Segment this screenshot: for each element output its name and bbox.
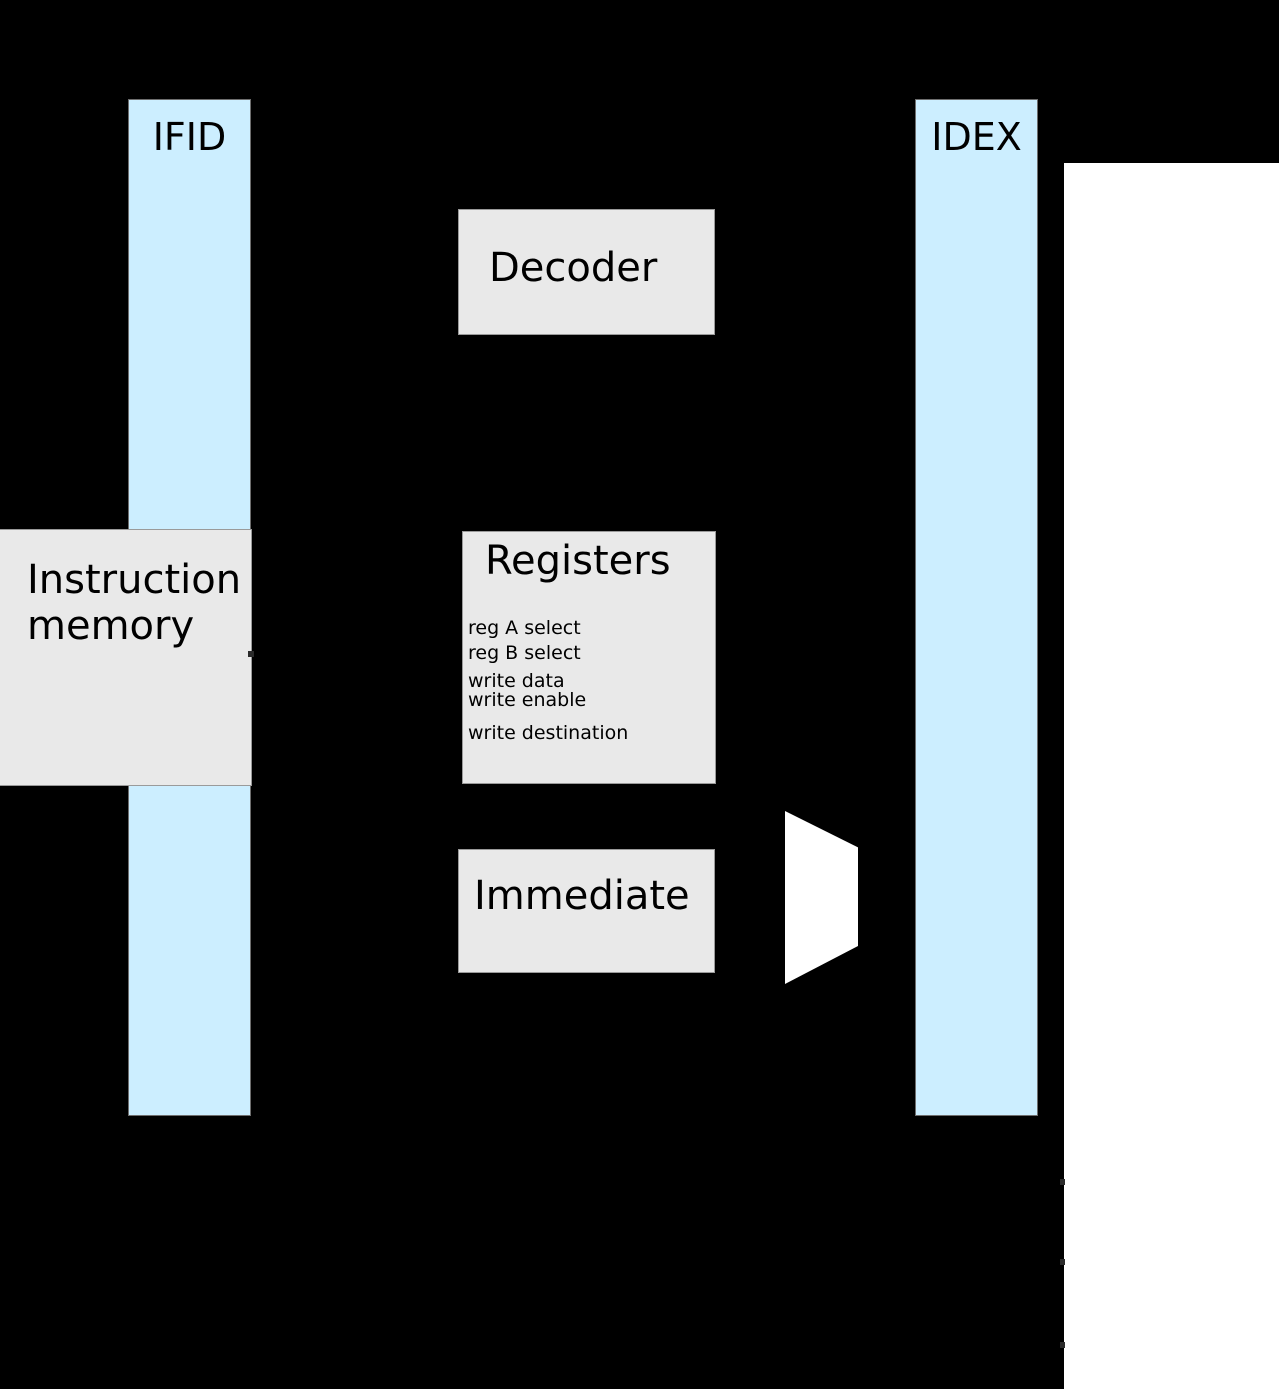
unit-registers-label: Registers (485, 538, 671, 584)
unit-instruction-memory[interactable]: Instruction memory (0, 529, 252, 786)
registers-port-write-enable: write enable (468, 689, 587, 711)
pipeline-register-idex[interactable]: IDEX (915, 99, 1038, 1116)
right-edge-connector-stub-3 (1060, 1342, 1065, 1348)
unit-immediate[interactable]: Immediate (458, 849, 715, 973)
registers-port-reg-a-select: reg A select (468, 617, 581, 639)
unit-registers[interactable]: Registers reg A select reg B select writ… (462, 531, 716, 784)
instruction-memory-output-stub (248, 651, 254, 657)
pipeline-register-idex-label: IDEX (931, 115, 1022, 159)
unit-instruction-memory-label: Instruction memory (27, 557, 242, 649)
registers-port-write-data: write data (468, 670, 565, 692)
pipeline-register-ifid-label: IFID (152, 115, 227, 159)
unit-decoder[interactable]: Decoder (458, 209, 715, 335)
unit-decoder-label: Decoder (489, 245, 658, 291)
registers-port-write-destination: write destination (468, 722, 629, 744)
unit-immediate-label: Immediate (474, 873, 690, 919)
right-edge-connector-stub-2 (1060, 1259, 1065, 1265)
right-edge-connector-stub-1 (1060, 1179, 1065, 1185)
diagram-background-top-strip (1064, 0, 1279, 163)
registers-port-reg-b-select: reg B select (468, 642, 581, 664)
